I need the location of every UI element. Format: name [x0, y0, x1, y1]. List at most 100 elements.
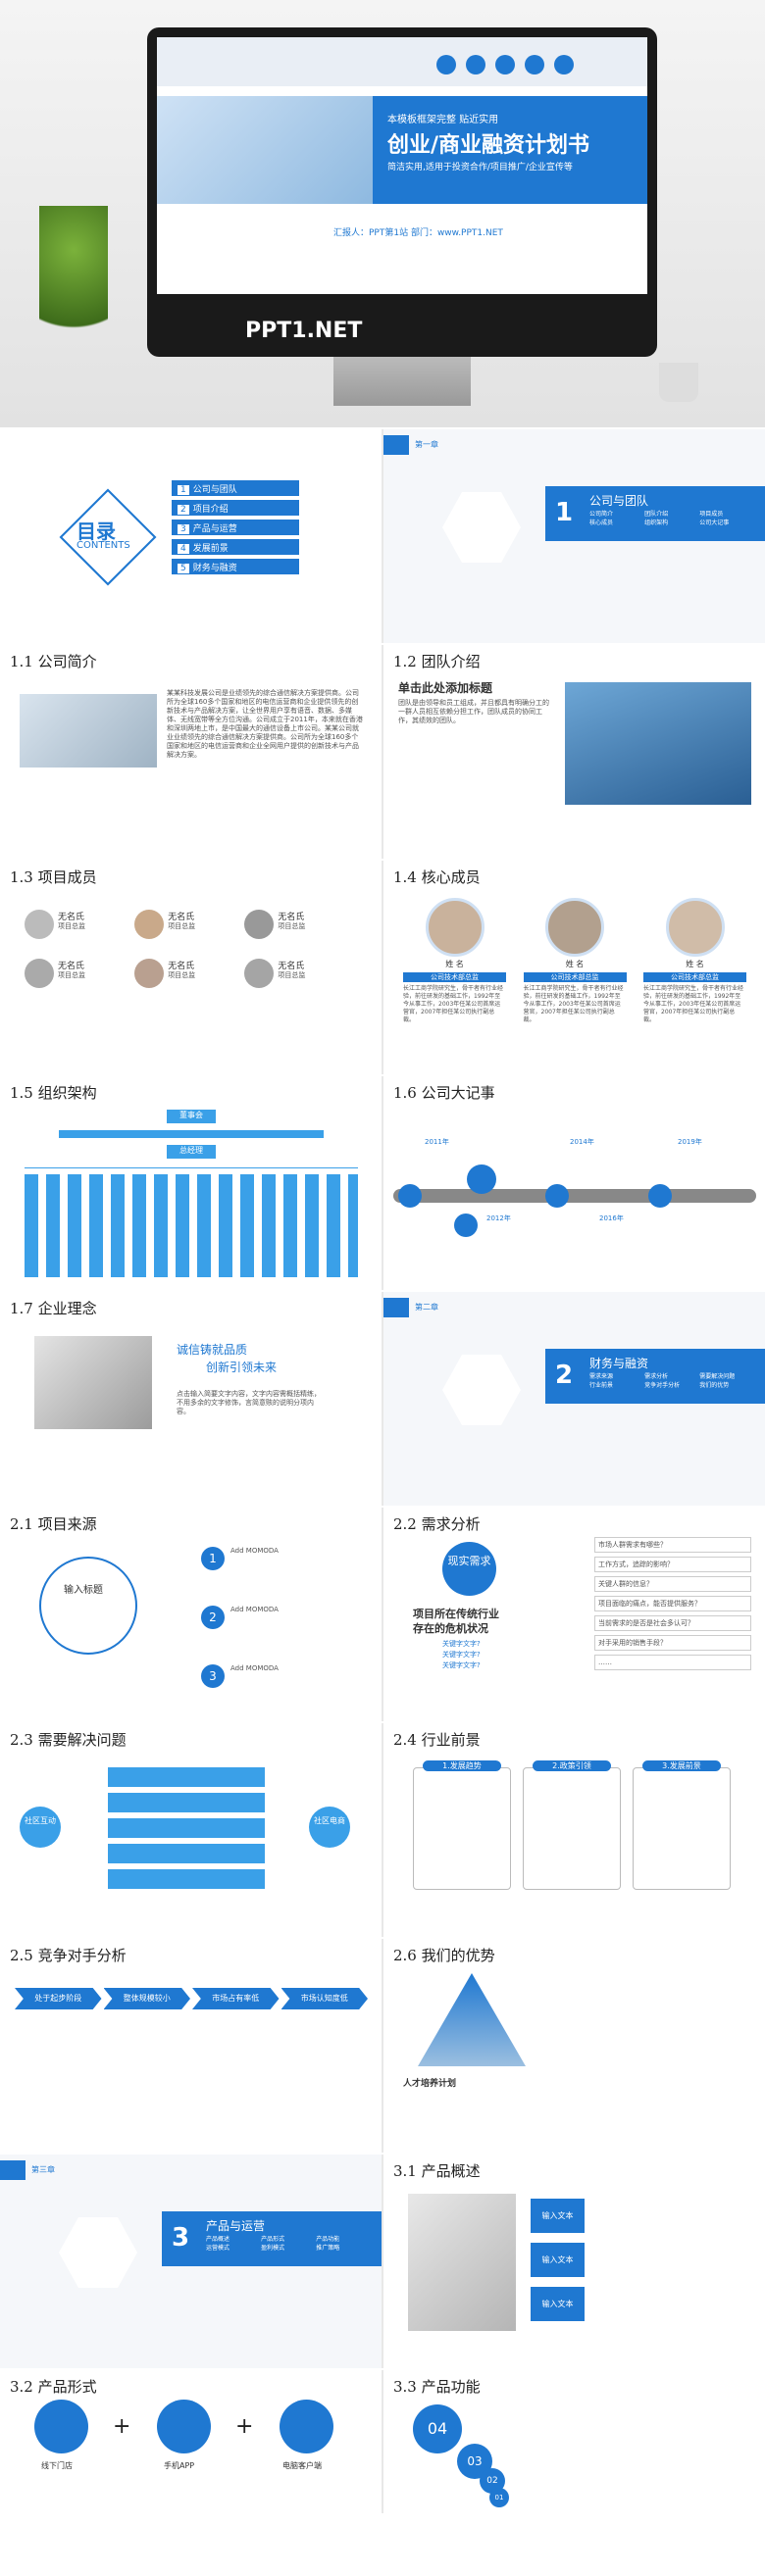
slide-2-2: 2.2 需求分析 现实需求 项目所在传统行业 存在的危机状况 关键字文字? 关键…: [383, 1508, 765, 1721]
sec3-tag: 第三章: [31, 2165, 55, 2174]
sec3-title: 产品与运营: [206, 2219, 266, 2233]
store-icon: [34, 2400, 88, 2453]
slide-1-6: 1.6 公司大记事 2011年 2012年 2014年 2016年 2019年: [383, 1076, 765, 1290]
hexagon-chart-icon: [442, 1355, 521, 1425]
member-card: 无名氏项目总监: [25, 959, 134, 988]
section-tag-icon: [0, 2160, 26, 2180]
slide-2-1: 2.1 项目来源 输入标题 1 Add MOMODA 2 Add MOMODA …: [0, 1508, 382, 1721]
slide-1-3: 1.3 项目成员 无名氏项目总监 无名氏项目总监 无名氏项目总监 无名氏项目总监…: [0, 861, 382, 1074]
member-card: 无名氏项目总监: [134, 959, 244, 988]
sec3-panel: 3 产品与运营 产品概述产品形式产品功能 运营模式盈利模式推广策略: [162, 2211, 382, 2266]
year: 2016年: [599, 1214, 624, 1222]
slide-section-3: 第三章 3 产品与运营 产品概述产品形式产品功能 运营模式盈利模式推广策略: [0, 2155, 382, 2368]
stand: [333, 357, 471, 406]
cover-line1: 本模板框架完整 贴近实用: [387, 115, 499, 125]
slide-2-3: 2.3 需要解决问题 社区互动 社区电商: [0, 1723, 382, 1937]
cover-photo: [157, 96, 373, 204]
arrow-row: 处于起步阶段 整体规模较小 市场占有率低 市场认知度低: [15, 1988, 368, 2009]
slide-1-4: 1.4 核心成员 姓 名公司技术部总监长江工商学院研究生，骨干者有行业经验，前往…: [383, 861, 765, 1074]
s21-title: 2.1 项目来源: [10, 1515, 97, 1533]
cup: [659, 363, 698, 402]
team-photo: [565, 682, 751, 805]
core-card: 姓 名公司技术部总监长江工商学院研究生，骨干者有行业经验，前往研发的基础工作，1…: [523, 898, 627, 1024]
year: 2019年: [678, 1138, 702, 1146]
toc-title: 目录: [76, 520, 116, 543]
s15-title: 1.5 组织架构: [10, 1084, 97, 1102]
member-card: 无名氏项目总监: [244, 910, 354, 939]
s17-body: 点击输入简要文字内容，文字内容需概括精练，不用多余的文字修饰，言简意赅的说明分项…: [177, 1390, 321, 1415]
member-card: 无名氏项目总监: [25, 910, 134, 939]
member-grid: 无名氏项目总监 无名氏项目总监 无名氏项目总监 无名氏项目总监 无名氏项目总监 …: [25, 910, 358, 988]
cover: 本模板框架完整 贴近实用 创业/商业融资计划书 简洁实用,适用于投资合作/项目推…: [0, 0, 765, 427]
member-card: 无名氏项目总监: [244, 959, 354, 988]
s11-body: 某某科技发展公司是业绩领先的综合通信解决方案提供商。公司所为全球160多个国家和…: [167, 689, 363, 759]
avatar: [25, 959, 54, 988]
year: 2011年: [425, 1138, 449, 1146]
sec2-panel: 2 财务与融资 需求来源需求分析需要解决问题 行业前景竞争对手分析我们的优势: [545, 1349, 765, 1404]
section-tag-icon: [383, 1298, 409, 1317]
s12-title: 1.2 团队介绍: [393, 653, 481, 670]
slide-2-5: 2.5 竞争对手分析 处于起步阶段 整体规模较小 市场占有率低 市场认知度低: [0, 1939, 382, 2153]
slide-section-2: 第二章 2 财务与融资 需求来源需求分析需要解决问题 行业前景竞争对手分析我们的…: [383, 1292, 765, 1506]
input-circle: [39, 1557, 137, 1655]
sec2-num: 2: [555, 1361, 574, 1390]
slide-1-1: 1.1 公司简介 某某科技发展公司是业绩领先的综合通信解决方案提供商。公司所为全…: [0, 645, 382, 859]
cover-subtitle: 简洁实用,适用于投资合作/项目推广/企业宣传等: [387, 163, 573, 173]
sec1-panel: 1 公司与团队 公司简介团队介绍项目成员 核心成员组织架构公司大记事: [545, 486, 765, 541]
monitor-screen: 本模板框架完整 贴近实用 创业/商业融资计划书 简洁实用,适用于投资合作/项目推…: [157, 37, 647, 294]
slide-2-6: 2.6 我们的优势 人才培养计划: [383, 1939, 765, 2153]
slide-1-2: 1.2 团队介绍 单击此处添加标题 团队是由领导和员工组成，并且都具有明确分工的…: [383, 645, 765, 859]
slogan1: 诚信铸就品质: [177, 1343, 248, 1357]
s24-title: 2.4 行业前景: [393, 1731, 481, 1749]
sec1-title: 公司与团队: [589, 494, 649, 508]
cover-title: 创业/商业融资计划书: [387, 133, 590, 158]
hexagon-gear-icon: [59, 2217, 137, 2288]
product-photo: [408, 2194, 516, 2331]
year: 2012年: [486, 1214, 511, 1222]
avatar: [244, 959, 275, 988]
mobile-app-icon: [157, 2400, 211, 2453]
slide-1-5: 1.5 组织架构 董事会 总经理: [0, 1076, 382, 1290]
slide-3-2: 3.2 产品形式 + + 线下门店 手机APP 电脑客户端: [0, 2370, 382, 2513]
core-members: 姓 名公司技术部总监长江工商学院研究生，骨干者有行业经验，前往研发的基础工作，1…: [403, 898, 746, 1024]
slide-3-1: 3.1 产品概述 输入文本 输入文本 输入文本: [383, 2155, 765, 2368]
org-top: 董事会: [167, 1110, 216, 1123]
slide-3-3: 3.3 产品功能 04 03 02 01: [383, 2370, 765, 2513]
sec2-title: 财务与融资: [589, 1357, 649, 1370]
plant: [39, 206, 108, 353]
avatar: [25, 910, 54, 939]
sec2-tag: 第二章: [415, 1303, 438, 1312]
s33-title: 3.3 产品功能: [393, 2378, 481, 2396]
hexagon-team-icon: [442, 492, 521, 563]
people-pyramid-icon: [418, 1973, 526, 2066]
cover-report: 汇报人：PPT第1站 部门：www.PPT1.NET: [333, 228, 503, 238]
s12-body: 团队是由领导和员工组成，并且都具有明确分工的一群人员相互依赖分担工作，团队成员的…: [398, 699, 549, 724]
slide-section-1: 第一章 1 公司与团队 公司简介团队介绍项目成员 核心成员组织架构公司大记事: [383, 429, 765, 643]
s32-title: 3.2 产品形式: [10, 2378, 97, 2396]
s14-title: 1.4 核心成员: [393, 868, 481, 886]
timeline-pin: [398, 1184, 422, 1208]
s25-title: 2.5 竞争对手分析: [10, 1947, 127, 1964]
slide-1-7: 1.7 企业理念 诚信铸就品质 创新引领未来 点击输入简要文字内容，文字内容需概…: [0, 1292, 382, 1506]
core-card: 姓 名公司技术部总监长江工商学院研究生，骨干者有行业经验，前往研发的基础工作，1…: [403, 898, 506, 1024]
demand-bubble: 现实需求: [442, 1542, 496, 1596]
timeline-pin: [467, 1164, 496, 1194]
member-card: 无名氏项目总监: [134, 910, 244, 939]
slogan2: 创新引领未来: [206, 1361, 278, 1374]
sec3-num: 3: [172, 2223, 190, 2253]
toc-en: CONTENTS: [76, 540, 130, 551]
cover-brand: PPT1.NET: [245, 319, 363, 343]
s22-title: 2.2 需求分析: [393, 1515, 481, 1533]
timeline-pin: [648, 1184, 672, 1208]
avatar: [244, 910, 275, 939]
s26-title: 2.6 我们的优势: [393, 1947, 495, 1964]
